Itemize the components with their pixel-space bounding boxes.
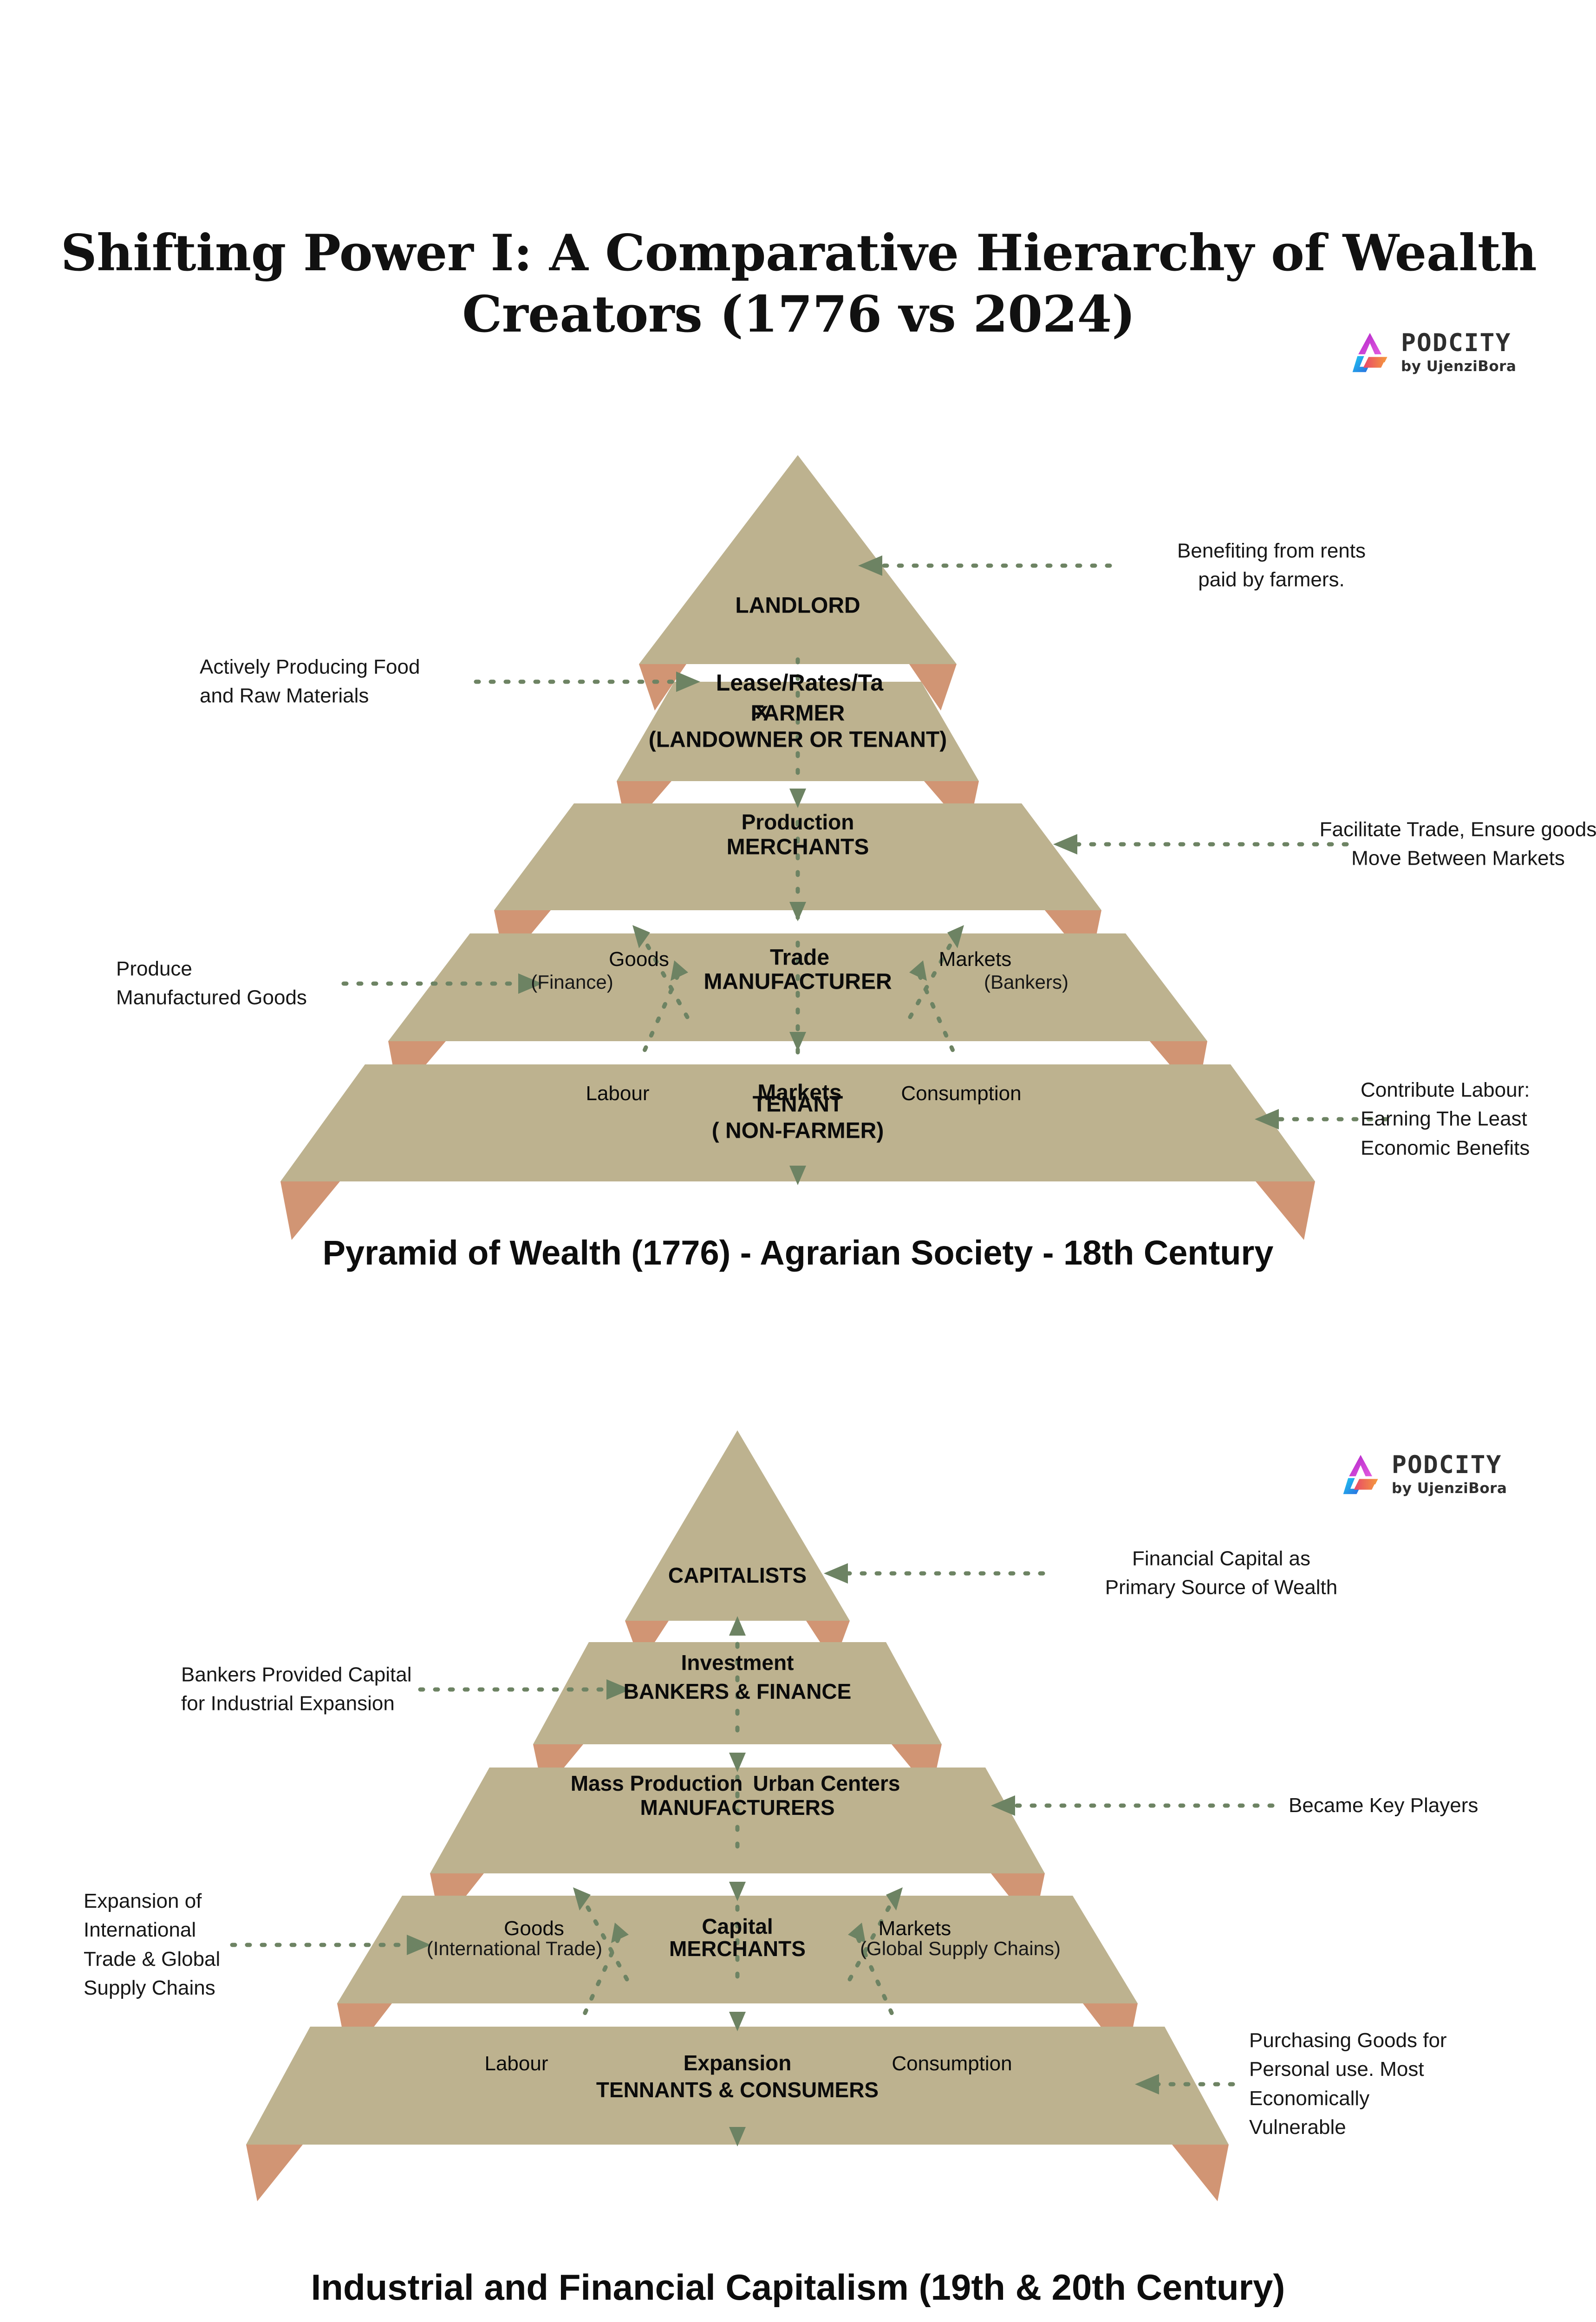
annotation-arrowheads-2 — [407, 1563, 1159, 2094]
diagonal-arrowheads — [632, 925, 964, 981]
flow-arrowheads-2 — [729, 1616, 746, 2146]
tier-tag-bankers: (Bankers) — [984, 971, 1069, 993]
annotation-capitalists: Financial Capital as Primary Source of W… — [1105, 1547, 1338, 1599]
flow-label-lease: Lease/Rates/Ta — [716, 670, 884, 696]
flow-label-trade: Trade — [769, 945, 830, 970]
flow-label-labour: Labour — [586, 1082, 650, 1105]
annotation-manufacturers: Became Key Players — [1289, 1794, 1479, 1817]
flow-label-consumption-2: Consumption — [892, 2052, 1012, 2075]
annotation-arrowheads — [518, 555, 1279, 1129]
brand-logo-top: PODCITY by UjenziBora — [1349, 331, 1516, 374]
flow-label-markets-up: Markets — [938, 948, 1012, 971]
podcity-triangle-logo-icon-2 — [1340, 1453, 1384, 1496]
flow-label-capital: Capital — [702, 1914, 773, 1938]
annotation-merchants-2: Expansion of International Trade & Globa… — [84, 1890, 221, 2000]
flow-label-consumption: Consumption — [901, 1082, 1022, 1105]
flow-label-production: Production — [741, 810, 854, 834]
brand-name-2: PODCITY — [1392, 1451, 1502, 1479]
annotation-landlord: Benefiting from rents paid by farmers. — [1177, 539, 1366, 591]
annotation-connectors-2 — [230, 1571, 1275, 2087]
annotation-manufacturer: Produce Manufactured Goods — [116, 957, 307, 1009]
brand-text-top: PODCITY by UjenziBora — [1401, 331, 1516, 374]
tier-5-shape-tenant — [280, 1064, 1315, 1240]
diagonal-arrowheads-2 — [573, 1887, 903, 1943]
flow-label-labour-2: Labour — [484, 2052, 548, 2075]
flow-label-markets-2: Markets — [878, 1917, 951, 1940]
pyramid-industrial-caption: Industrial and Financial Capitalism (19t… — [311, 2267, 1285, 2308]
brand-tagline-2: by UjenziBora — [1392, 1480, 1507, 1497]
podcity-triangle-logo-icon — [1349, 331, 1394, 374]
title-line-2: Creators (1776 vs 2024) — [462, 285, 1135, 344]
annotation-merchants: Facilitate Trade, Ensure goods Move Betw… — [1319, 818, 1596, 870]
annotation-tenant: Contribute Labour: Earning The Least Eco… — [1361, 1078, 1530, 1160]
flow-label-urban-centers: Urban Centers — [753, 1771, 900, 1795]
tier-1-shape-landlord — [639, 455, 957, 711]
page-title: Shifting Power I: A Comparative Hierarch… — [56, 223, 1542, 346]
flow-label-markets-mid: Markets — [757, 1080, 842, 1105]
flow-label-lease-wrap: x — [755, 698, 768, 724]
tier-tag-international-trade: (International Trade) — [426, 1937, 603, 1959]
tier-tag-global-supply-chains: (Global Supply Chains) — [860, 1937, 1061, 1959]
pyramid-industrial: CAPITALISTS BANKERS & FINANCE MANUFACTUR… — [0, 1426, 1596, 2229]
annotation-connectors — [341, 563, 1388, 1122]
brand-tagline: by UjenziBora — [1401, 358, 1517, 375]
brand-text-bottom: PODCITY by UjenziBora — [1392, 1453, 1507, 1496]
pyramid-1776-caption: Pyramid of Wealth (1776) - Agrarian Soci… — [322, 1233, 1274, 1272]
flow-label-expansion: Expansion — [683, 2051, 792, 2075]
brand-name: PODCITY — [1401, 329, 1511, 357]
flow-label-investment: Investment — [681, 1650, 794, 1675]
annotation-tennants: Purchasing Goods for Personal use. Most … — [1249, 2029, 1447, 2139]
brand-logo-bottom: PODCITY by UjenziBora — [1340, 1453, 1507, 1496]
annotation-farmer: Actively Producing Food and Raw Material… — [200, 655, 420, 707]
flow-arrowheads-down — [789, 789, 806, 1185]
flow-label-goods-2: Goods — [504, 1917, 564, 1940]
annotation-bankers: Bankers Provided Capital for Industrial … — [181, 1663, 412, 1715]
flow-label-goods: Goods — [609, 948, 669, 971]
pyramid-1776: LANDLORD FARMER(LANDOWNER OR TENANT) MER… — [0, 450, 1596, 1240]
tier-5-shape-tennants-consumers — [246, 2027, 1229, 2201]
title-line-1: Shifting Power I: A Comparative Hierarch… — [60, 224, 1537, 282]
flow-label-mass-production: Mass Production — [570, 1771, 743, 1795]
tier-tag-finance: (Finance) — [531, 971, 613, 993]
